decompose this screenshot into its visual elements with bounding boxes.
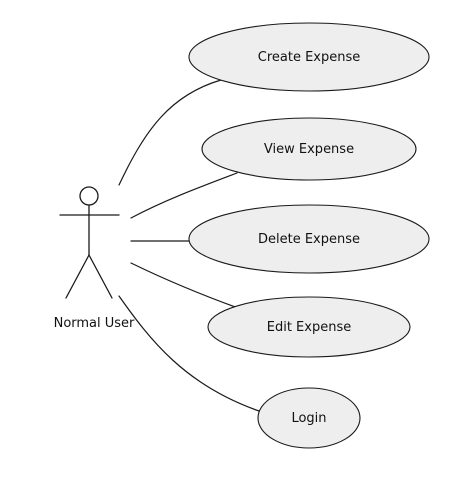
use-case-label: Delete Expense xyxy=(258,232,360,247)
association-create-expense xyxy=(118,79,222,186)
actor-label: Normal User xyxy=(54,316,135,331)
actor-left-leg xyxy=(65,254,90,299)
actor-head xyxy=(79,186,99,206)
actor-right-leg xyxy=(88,254,113,299)
use-case-label: Create Expense xyxy=(258,50,361,65)
use-case-create-expense: Create Expense xyxy=(188,22,430,92)
association-view-expense xyxy=(130,172,238,219)
use-case-label: Edit Expense xyxy=(267,320,351,335)
use-case-edit-expense: Edit Expense xyxy=(207,296,411,358)
use-case-delete-expense: Delete Expense xyxy=(188,204,430,274)
actor-normal-user: Normal User xyxy=(54,186,135,331)
use-case-label: View Expense xyxy=(264,142,354,157)
association-login xyxy=(118,295,260,412)
association-edit-expense xyxy=(130,262,239,309)
use-case-view-expense: View Expense xyxy=(201,117,417,181)
use-case-label: Login xyxy=(291,411,326,426)
use-case-login: Login xyxy=(257,387,361,449)
